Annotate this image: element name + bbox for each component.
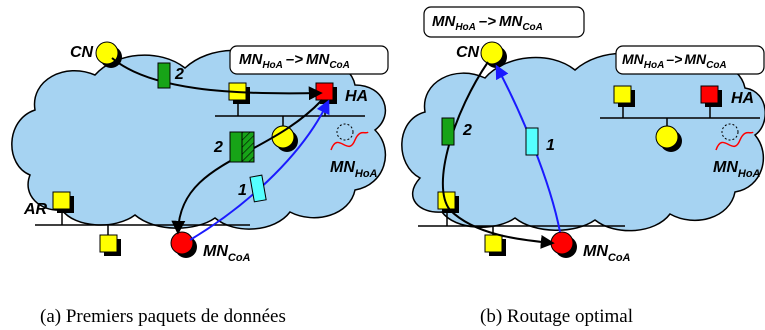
packet-cyan-a bbox=[249, 174, 267, 203]
route-box-a: MNHoA–>MNCoA bbox=[229, 45, 389, 75]
host-node-b1 bbox=[655, 125, 682, 152]
packet-label-a1: 2 bbox=[174, 66, 184, 83]
ha-label-b: HA bbox=[731, 90, 754, 107]
path-cn-to-mn-b bbox=[441, 61, 555, 249]
ha-node-b bbox=[700, 85, 722, 107]
packet-label-b1: 2 bbox=[462, 122, 472, 139]
cn-label-b: CN bbox=[456, 44, 480, 61]
network-cloud-b bbox=[401, 52, 765, 232]
packet-label-b2: 1 bbox=[546, 137, 555, 154]
path-ha-to-mn-tunnel-a bbox=[171, 99, 323, 235]
caption-b: (b) Routage optimal bbox=[480, 306, 633, 327]
packet-green-a1 bbox=[157, 62, 171, 89]
mn-coa-node-a bbox=[170, 231, 197, 258]
host-node-b2 bbox=[484, 234, 506, 256]
packet-label-a3: 1 bbox=[238, 182, 247, 199]
ar-node-b bbox=[437, 191, 459, 213]
ar-node-a bbox=[52, 191, 74, 213]
mn-coa-node-b bbox=[550, 231, 577, 258]
route-box-b-top: MNHoA–>MNCoA bbox=[423, 6, 585, 38]
packet-green-b bbox=[441, 117, 455, 146]
caption-a: (a) Premiers paquets de données bbox=[40, 306, 286, 327]
mn-coa-label-a: MNCoA bbox=[203, 243, 251, 264]
mn-hoa-ghost-a bbox=[330, 123, 369, 151]
host-node-a2 bbox=[99, 234, 121, 256]
path-mn-to-ha-a bbox=[189, 99, 330, 241]
svg-text:MNHoA–>MNCoA: MNHoA–>MNCoA bbox=[622, 51, 727, 71]
packet-hatched-a bbox=[241, 131, 255, 163]
figure-b: CN HA 2 1 MNHoA MNCoA MNHoA–>MNCoA MNHoA… bbox=[401, 6, 765, 327]
mn-hoa-label-a: MNHoA bbox=[330, 159, 378, 180]
network-cloud-a bbox=[11, 49, 386, 230]
packet-cyan-b bbox=[525, 127, 539, 156]
svg-text:MNHoA–>MNCoA: MNHoA–>MNCoA bbox=[432, 13, 543, 33]
route-box-b-right: MNHoA–>MNCoA bbox=[615, 45, 765, 75]
cn-node-a bbox=[95, 41, 122, 68]
ha-label-a: HA bbox=[345, 88, 368, 105]
mn-hoa-ghost-b bbox=[715, 123, 754, 151]
mn-coa-label-b: MNCoA bbox=[583, 243, 631, 264]
packet-label-a2: 2 bbox=[213, 139, 223, 156]
path-cn-to-ha-a bbox=[111, 57, 323, 101]
cn-node-b bbox=[480, 41, 507, 68]
ar-label-a: AR bbox=[23, 201, 48, 218]
router-node-b1 bbox=[613, 85, 635, 107]
figure-a: CN HA AR 2 2 1 MNHoA MNCoA MNHoA–>MNCoA … bbox=[11, 41, 389, 327]
packet-green-a2 bbox=[229, 131, 243, 163]
svg-text:MNHoA–>MNCoA: MNHoA–>MNCoA bbox=[239, 51, 350, 71]
mn-hoa-label-b: MNHoA bbox=[713, 159, 761, 180]
cn-label-a: CN bbox=[70, 44, 94, 61]
host-node-a1 bbox=[271, 125, 298, 152]
